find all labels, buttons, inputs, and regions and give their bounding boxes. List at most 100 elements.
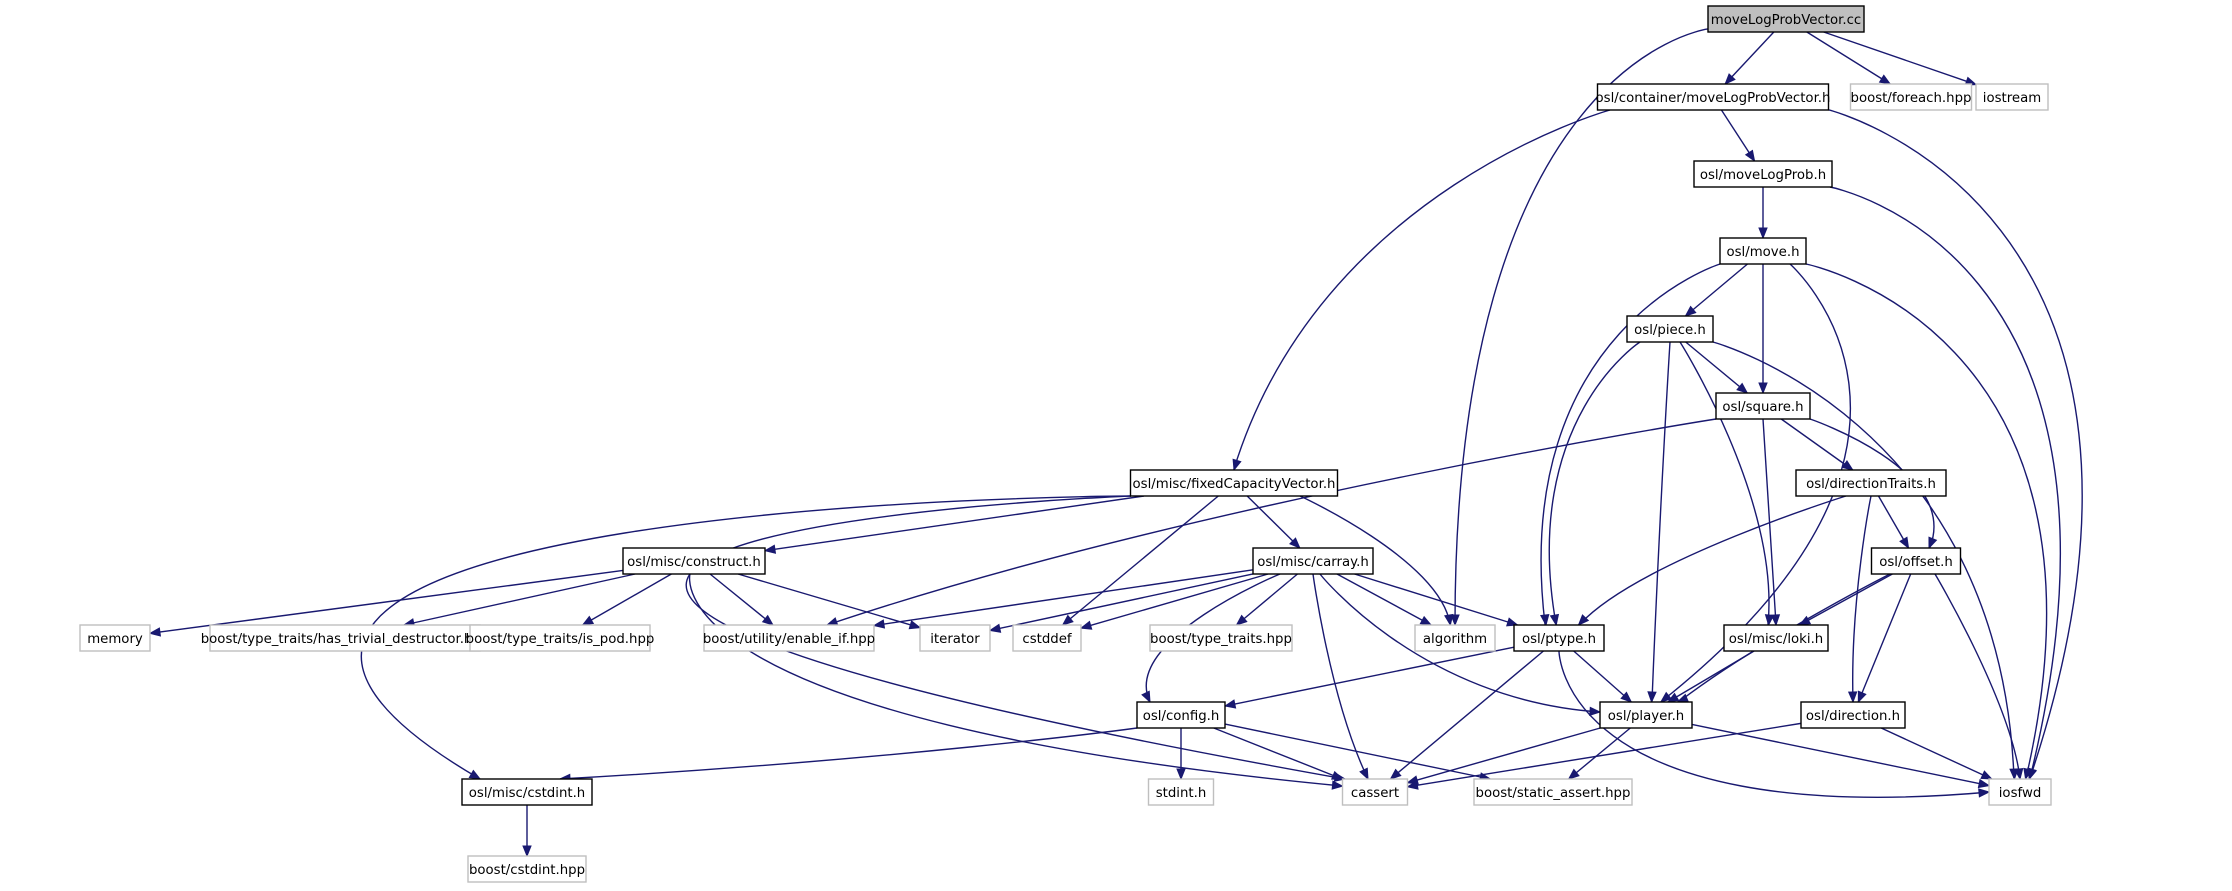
arrowhead-square-to-dirtraits bbox=[1841, 460, 1854, 471]
edge-piece-to-ptype bbox=[1548, 341, 1641, 626]
node-label: cassert bbox=[1351, 786, 1399, 801]
arrowhead-fcv-to-cstdinth bbox=[468, 769, 482, 780]
node-box bbox=[1795, 469, 1947, 497]
arrowhead-carray-to-cstddef bbox=[1079, 620, 1093, 630]
node-box bbox=[461, 778, 593, 806]
node-box bbox=[1626, 315, 1714, 343]
arrowhead-square-to-loki bbox=[1770, 614, 1781, 627]
arrowhead-root-to-algorithm bbox=[1450, 614, 1460, 627]
node-box bbox=[622, 547, 766, 575]
node-box bbox=[1988, 778, 2052, 806]
edge-mlp-to-iosfwd bbox=[1829, 186, 2062, 780]
node-box bbox=[1800, 701, 1906, 729]
edge-carray-to-typetraits bbox=[1236, 573, 1298, 626]
edge-config-to-cassert bbox=[1213, 727, 1343, 780]
edge-root-to-cont bbox=[1724, 31, 1775, 85]
node-ispod: boost/type_traits/is_pod.hpp bbox=[466, 624, 655, 652]
node-box bbox=[469, 624, 651, 652]
arrowhead-player-to-iosfwd bbox=[1977, 778, 1991, 789]
arrowhead-construct-to-enableif bbox=[761, 614, 775, 626]
arrowhead-piece-to-ptype bbox=[1549, 613, 1560, 627]
edge-carray-to-cassert bbox=[1312, 573, 1369, 780]
edge-fcv-to-algorithm bbox=[1299, 495, 1452, 626]
node-typetraits: boost/type_traits.hpp bbox=[1149, 624, 1293, 652]
node-label: moveLogProbVector.cc bbox=[1711, 13, 1861, 28]
node-square[interactable]: osl/square.h bbox=[1715, 392, 1811, 420]
edge-cont-to-iosfwd bbox=[1828, 109, 2083, 780]
arrowhead-root-to-cont bbox=[1724, 73, 1736, 85]
arrowhead-player-to-staticassert bbox=[1567, 768, 1580, 780]
edge-ptype-to-player bbox=[1573, 650, 1632, 703]
node-label: osl/moveLogProb.h bbox=[1700, 168, 1826, 183]
node-label: stdint.h bbox=[1156, 786, 1207, 801]
node-fcv[interactable]: osl/misc/fixedCapacityVector.h bbox=[1129, 469, 1339, 497]
node-label: osl/config.h bbox=[1143, 709, 1220, 724]
node-label: cstddef bbox=[1022, 632, 1072, 647]
arrowhead-dirtraits-to-offset bbox=[1899, 536, 1910, 550]
node-cassert: cassert bbox=[1341, 778, 1409, 806]
edge-offset-to-direction bbox=[1857, 573, 1912, 703]
node-foreach: boost/foreach.hpp bbox=[1849, 83, 1973, 111]
arrowhead-piece-to-player bbox=[1647, 691, 1657, 704]
node-config[interactable]: osl/config.h bbox=[1136, 701, 1226, 729]
arrowhead-fcv-to-construct bbox=[763, 544, 777, 554]
node-offset[interactable]: osl/offset.h bbox=[1870, 547, 1962, 575]
edge-ptype-to-config bbox=[1224, 646, 1515, 707]
node-box bbox=[1473, 778, 1633, 806]
arrowhead-carray-to-config bbox=[1141, 690, 1151, 704]
edge-construct-to-cassert bbox=[688, 573, 1343, 787]
arrowhead-offset-to-direction bbox=[1857, 690, 1867, 704]
node-root[interactable]: moveLogProbVector.cc bbox=[1707, 5, 1865, 33]
node-loki[interactable]: osl/misc/loki.h bbox=[1723, 624, 1829, 652]
node-box bbox=[919, 624, 991, 652]
node-ptype[interactable]: osl/ptype.h bbox=[1513, 624, 1605, 652]
node-label: algorithm bbox=[1423, 632, 1487, 647]
arrowhead-move-to-piece bbox=[1684, 305, 1697, 317]
node-label: osl/square.h bbox=[1722, 400, 1803, 415]
node-box bbox=[1719, 237, 1807, 265]
edge-carray-to-iterator bbox=[989, 573, 1254, 632]
arrowhead-carray-to-iterator bbox=[988, 623, 1002, 633]
edge-construct-to-iterator bbox=[737, 573, 921, 629]
node-box bbox=[1012, 624, 1082, 652]
node-direction[interactable]: osl/direction.h bbox=[1800, 701, 1906, 729]
edge-root-to-foreach bbox=[1806, 31, 1891, 85]
edge-piece-to-player bbox=[1650, 341, 1671, 703]
arrowhead-config-to-stdint bbox=[1176, 768, 1186, 781]
edge-carray-to-config bbox=[1145, 573, 1281, 703]
arrowhead-dirtraits-to-ptype bbox=[1577, 614, 1590, 626]
arrowhead-move-to-ptype bbox=[1540, 614, 1550, 627]
node-box bbox=[1599, 701, 1693, 729]
edge-square-to-dirtraits bbox=[1780, 418, 1854, 471]
arrowhead-move-to-square bbox=[1758, 382, 1768, 395]
arrowhead-fcv-to-carray bbox=[1289, 537, 1301, 549]
node-carray[interactable]: osl/misc/carray.h bbox=[1252, 547, 1374, 575]
edge-player-to-staticassert bbox=[1568, 727, 1631, 780]
node-label: osl/misc/construct.h bbox=[627, 555, 761, 570]
edge-carray-to-algorithm bbox=[1336, 573, 1432, 626]
edge-square-to-enableif bbox=[826, 418, 1717, 626]
edge-layer bbox=[148, 28, 2083, 858]
arrowhead-cstdinth-to-bcstdint bbox=[522, 845, 532, 858]
node-label: boost/type_traits/is_pod.hpp bbox=[466, 632, 655, 647]
node-box bbox=[1147, 778, 1215, 806]
node-piece[interactable]: osl/piece.h bbox=[1626, 315, 1714, 343]
node-move[interactable]: osl/move.h bbox=[1719, 237, 1807, 265]
node-mlp[interactable]: osl/moveLogProb.h bbox=[1693, 160, 1833, 188]
node-dirtraits[interactable]: osl/directionTraits.h bbox=[1795, 469, 1947, 497]
arrowhead-piece-to-loki bbox=[1764, 614, 1775, 627]
arrowhead-cont-to-fcv bbox=[1232, 458, 1242, 472]
node-label: osl/piece.h bbox=[1634, 323, 1706, 338]
arrowhead-construct-to-memory bbox=[148, 627, 162, 637]
arrowhead-carray-to-enableif bbox=[872, 619, 886, 629]
edge-construct-to-memory bbox=[149, 569, 624, 635]
node-label: boost/utility/enable_if.hpp bbox=[703, 632, 875, 647]
node-cont[interactable]: osl/container/moveLogProbVector.h bbox=[1596, 83, 1831, 111]
node-construct[interactable]: osl/misc/construct.h bbox=[622, 547, 766, 575]
node-player[interactable]: osl/player.h bbox=[1599, 701, 1693, 729]
node-cstdinth[interactable]: osl/misc/cstdint.h bbox=[461, 778, 593, 806]
node-label: osl/player.h bbox=[1608, 709, 1684, 724]
edge-config-to-cstdinth bbox=[559, 727, 1138, 780]
node-label: osl/misc/cstdint.h bbox=[469, 786, 585, 801]
node-label: osl/move.h bbox=[1726, 245, 1799, 260]
